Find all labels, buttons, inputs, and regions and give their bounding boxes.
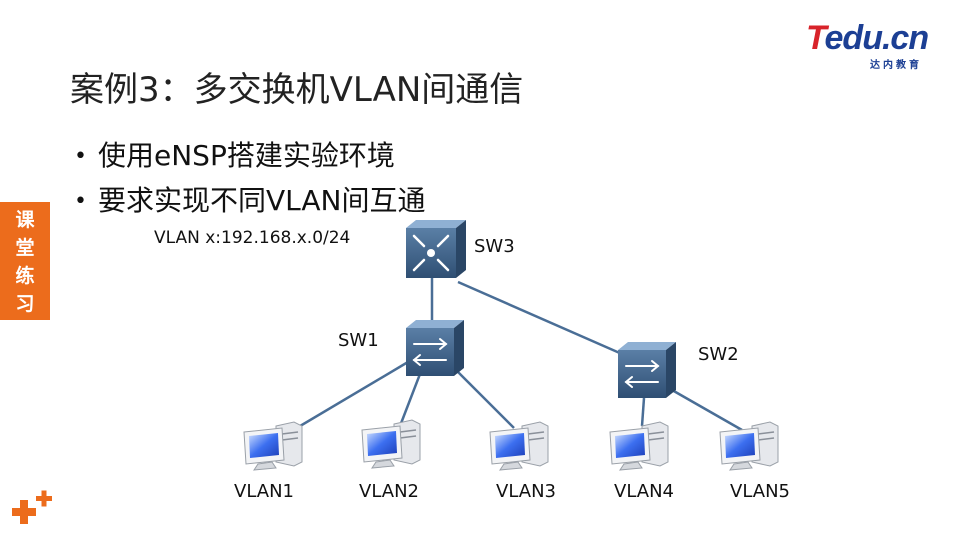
sw2-label: SW2 bbox=[698, 344, 739, 365]
pc-icon-1[interactable] bbox=[243, 421, 303, 471]
plus-decoration-icon bbox=[12, 490, 52, 524]
bullet-item: •要求实现不同VLAN间互通 bbox=[74, 179, 426, 224]
pc-icon-3[interactable] bbox=[489, 421, 549, 471]
bullet-item: •使用eNSP搭建实验环境 bbox=[74, 134, 426, 179]
link-sw1-pc1 bbox=[289, 360, 409, 434]
links bbox=[289, 276, 743, 434]
slide-title: 案例3：多交换机VLAN间通信 bbox=[70, 70, 524, 110]
pc-icon-5[interactable] bbox=[719, 421, 779, 471]
pc-icon-2[interactable] bbox=[361, 419, 421, 469]
bullet-list: •使用eNSP搭建实验环境 •要求实现不同VLAN间互通 bbox=[74, 134, 426, 224]
sw1-switch-icon[interactable] bbox=[406, 320, 464, 376]
pc-label-vlan1: VLAN1 bbox=[234, 481, 294, 502]
sw3-core-switch-icon[interactable] bbox=[406, 220, 466, 278]
logo-subtitle: 达内教育 bbox=[870, 60, 922, 71]
pc-label-vlan3: VLAN3 bbox=[496, 481, 556, 502]
pc-label-vlan2: VLAN2 bbox=[359, 481, 419, 502]
pc-label-vlan5: VLAN5 bbox=[730, 481, 790, 502]
side-tab-class-exercise: 课 堂 练 习 bbox=[0, 202, 50, 320]
bullet-dot-icon: • bbox=[74, 144, 87, 169]
pcs bbox=[243, 419, 779, 471]
subnet-note: VLAN x:192.168.x.0/24 bbox=[154, 228, 351, 248]
link-sw3-sw2 bbox=[457, 280, 623, 356]
link-sw2-pc4 bbox=[640, 397, 646, 427]
tedu-logo: Tedu.cn 达内教育 bbox=[806, 19, 936, 71]
link-sw1-pc3 bbox=[455, 369, 515, 429]
logo-wordmark: Tedu.cn bbox=[806, 19, 929, 57]
sw1-label: SW1 bbox=[338, 330, 379, 351]
link-sw2-pc5 bbox=[671, 388, 743, 432]
pc-label-vlan4: VLAN4 bbox=[614, 481, 674, 502]
bullet-dot-icon: • bbox=[74, 189, 87, 214]
sw3-label: SW3 bbox=[474, 236, 515, 257]
pc-icon-4[interactable] bbox=[609, 421, 669, 471]
link-sw1-pc2 bbox=[398, 373, 422, 427]
sw2-switch-icon[interactable] bbox=[618, 342, 676, 398]
